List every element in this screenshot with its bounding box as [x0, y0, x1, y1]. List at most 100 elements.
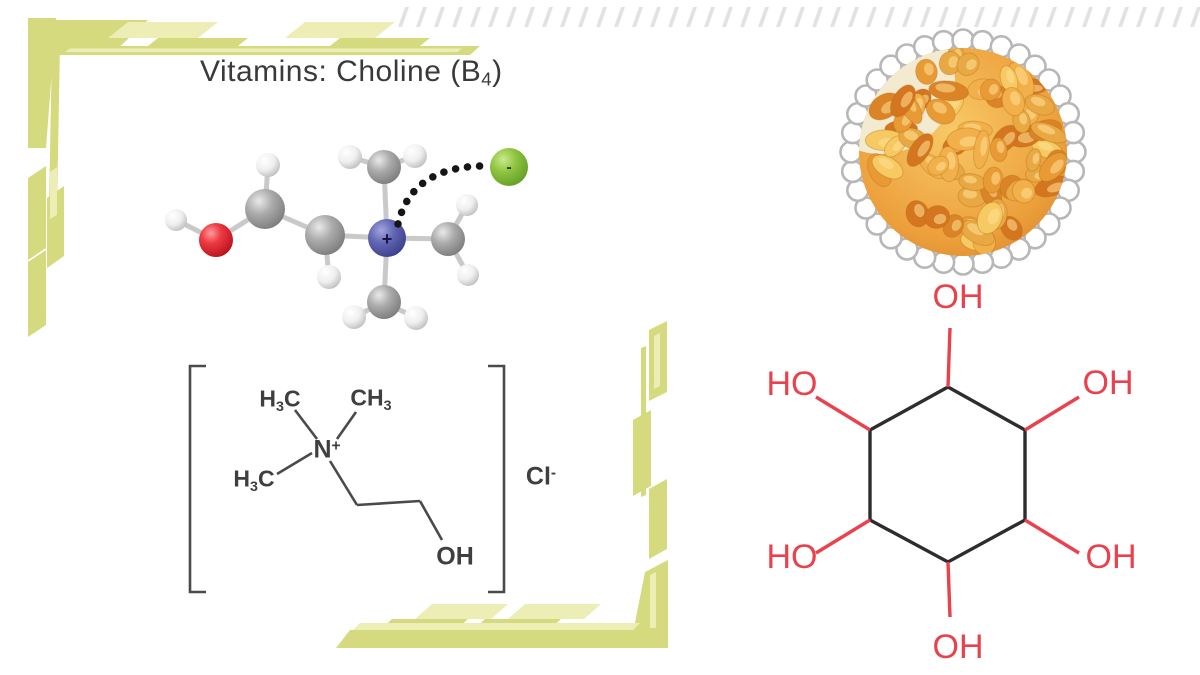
raisin-highlight [1006, 219, 1018, 231]
raisin-highlight [900, 91, 913, 108]
stitch-mark [740, 7, 751, 27]
raisin-highlight [951, 219, 962, 231]
raisin-highlight [988, 84, 999, 95]
hydroxyl-bond [946, 561, 952, 618]
stitch-mark [974, 7, 985, 27]
stitch-mark [722, 7, 733, 27]
scalloped-frame-icon [839, 28, 1087, 276]
raisin-highlight [1002, 131, 1016, 146]
raisin-highlight [878, 157, 894, 170]
nitrogen-charge-label: + [382, 229, 393, 249]
raisin-highlight [1015, 66, 1028, 86]
nitrogen-atom [368, 219, 406, 257]
stitch-mark [938, 7, 949, 27]
scallop-circle [1023, 54, 1047, 79]
stitch-mark [398, 7, 409, 27]
stitch-mark [560, 7, 571, 27]
methyl-top-left-label: H3C [259, 385, 301, 415]
title-subscript: 4 [481, 68, 493, 90]
bond-line [335, 411, 358, 440]
hydroxyl-bond [815, 518, 871, 555]
carbon-atom [367, 285, 401, 319]
nitrogen-label: N+ [313, 435, 341, 464]
choline-structural-formula [188, 364, 506, 594]
scallop-circle [1037, 68, 1061, 92]
bond-line [293, 409, 319, 440]
hydroxyl-bond [1024, 518, 1080, 555]
raisin-highlight [1032, 152, 1040, 165]
scallop-circle [879, 54, 903, 79]
raisin-highlight [1050, 159, 1064, 174]
raisin-highlight [914, 203, 925, 218]
raisin-highlight [962, 189, 977, 199]
stitch-mark [1046, 7, 1057, 27]
hydrogen-atom [403, 144, 427, 168]
hydroxyl-bonds [815, 327, 1080, 618]
stitch-mark [956, 7, 967, 27]
inositol-ho-bottom-left: HO [766, 538, 818, 576]
raisin-highlight [935, 83, 956, 93]
stitch-mark [1028, 7, 1039, 27]
carbon-atom [305, 215, 345, 255]
stitch-mark [596, 7, 607, 27]
scallop-circle [865, 68, 890, 92]
methyl-top-right-label: CH3 [350, 384, 392, 414]
raisin-highlight [1037, 141, 1054, 151]
stitch-mark [524, 7, 535, 27]
raisin-highlight [1021, 187, 1033, 199]
scallop-circle [951, 252, 975, 276]
inositol-oh-bottom: OH [932, 628, 984, 666]
stitch-mark [488, 7, 499, 27]
raisin-highlight [980, 136, 988, 156]
stitch-mark [1136, 7, 1147, 27]
methyl-left-label: H3C [233, 465, 275, 495]
raisin-highlight [917, 140, 931, 157]
stitch-mark [1010, 7, 1021, 27]
scallop-circle [839, 140, 863, 164]
stitch-pattern-icon [398, 7, 1200, 27]
raisin-highlight [904, 130, 919, 141]
hydrogen-atom [342, 305, 366, 329]
stitch-mark [1190, 7, 1200, 27]
stitch-mark [470, 7, 481, 27]
oxygen-atom [199, 223, 233, 257]
raisin-highlight [963, 175, 977, 184]
stitch-mark [686, 7, 697, 27]
stitch-mark [668, 7, 679, 27]
choline-3d-model: + - [165, 144, 528, 330]
raisin-highlight [948, 56, 959, 68]
inositol-ring [868, 385, 1027, 564]
bond-line [276, 451, 313, 476]
stitch-mark [812, 7, 823, 27]
hydrogen-atom [338, 145, 362, 169]
scallop-circle [1023, 226, 1047, 250]
stitch-mark [704, 7, 715, 27]
raisins-photo [839, 28, 1087, 276]
hydrogen-atom [256, 153, 280, 177]
carbon-atom [431, 222, 465, 256]
stitch-mark [758, 7, 769, 27]
raisin-highlight [923, 62, 934, 76]
scallop-circle [1063, 140, 1087, 164]
raisin-highlight [892, 140, 904, 152]
hydrogen-atom [317, 265, 341, 289]
stitch-mark [614, 7, 625, 27]
scallop-circle [951, 28, 975, 52]
stitch-mark [1118, 7, 1129, 27]
stitch-mark [830, 7, 841, 27]
chloride-label: Cl- [525, 462, 557, 491]
right-bracket [488, 364, 506, 594]
raisin-highlight [1019, 113, 1028, 125]
raisin-highlight [967, 223, 985, 236]
raisin-highlight [1030, 96, 1046, 107]
stitch-mark [506, 7, 517, 27]
stitch-mark [578, 7, 589, 27]
stitch-mark [992, 7, 1003, 27]
raisin-highlight [966, 59, 977, 70]
scallop-circle [1037, 212, 1061, 236]
stitch-mark [866, 7, 877, 27]
stitch-mark [416, 7, 427, 27]
hydrogen-atom [456, 194, 478, 216]
